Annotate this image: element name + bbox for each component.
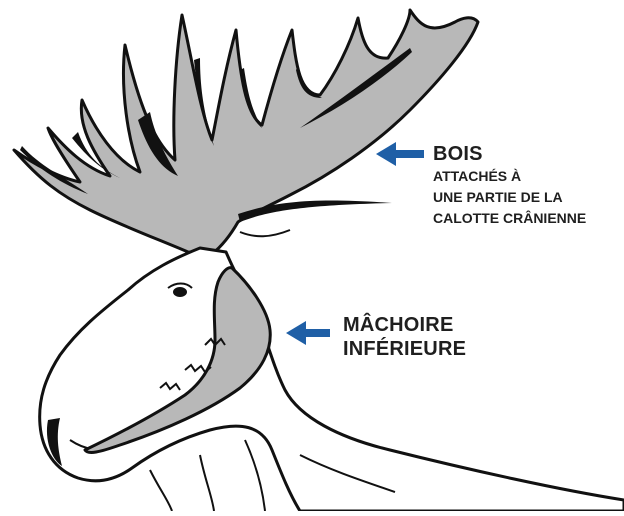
jaw-title-line1: MÂCHOIRE <box>343 313 466 337</box>
antlers-desc-line1: ATTACHÉS À <box>433 167 586 186</box>
antlers-arrow <box>376 142 424 166</box>
arrow-left-icon <box>376 142 424 166</box>
eye <box>173 287 187 297</box>
antler-illustration <box>14 10 478 254</box>
antlers-label: BOIS ATTACHÉS À UNE PARTIE DE LA CALOTTE… <box>433 143 586 228</box>
arrow-left-icon <box>286 321 330 345</box>
antlers-desc-line3: CALOTTE CRÂNIENNE <box>433 209 586 228</box>
jaw-title-line2: INFÉRIEURE <box>343 337 466 361</box>
jaw-label: MÂCHOIRE INFÉRIEURE <box>343 313 466 361</box>
antlers-title: BOIS <box>433 143 586 165</box>
head-illustration <box>40 230 624 511</box>
antlers-desc-line2: UNE PARTIE DE LA <box>433 188 586 207</box>
jaw-arrow <box>286 321 330 345</box>
head-outline <box>40 248 624 511</box>
